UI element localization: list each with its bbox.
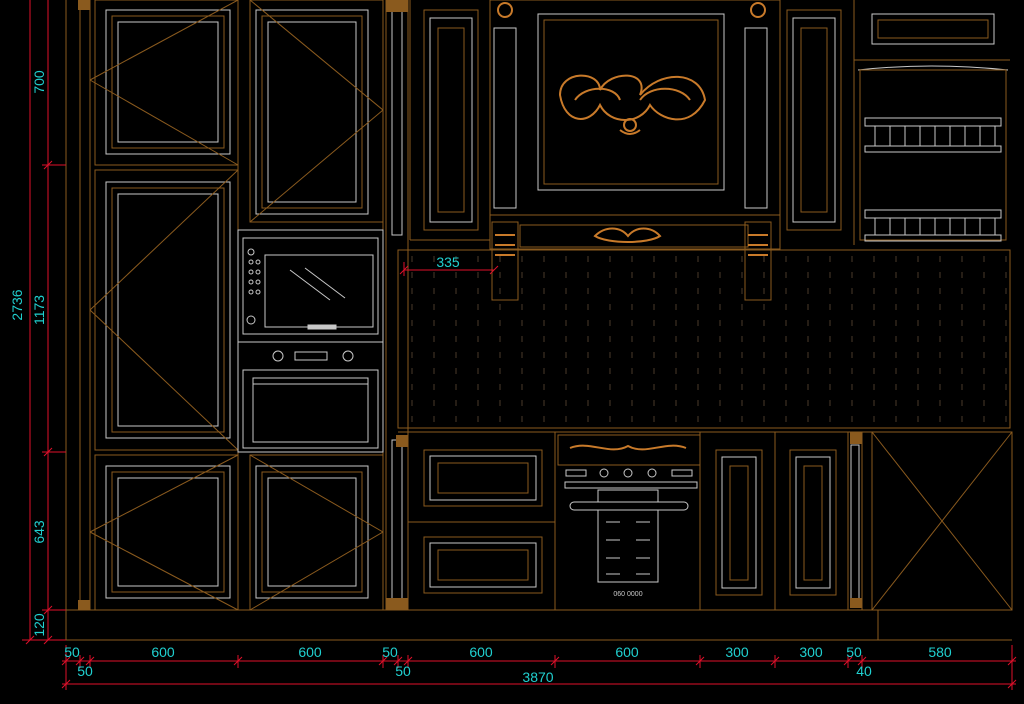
dim-total-height: 2736: [9, 289, 25, 320]
dim-lower-height: 643: [31, 520, 47, 544]
dim-w2-2: 50: [395, 663, 411, 679]
built-in-microwave: [237, 229, 384, 343]
dim-w-6: 600: [615, 644, 639, 660]
dim-middle-height: 1173: [31, 295, 47, 325]
dim-plinth-height: 120: [31, 613, 47, 637]
shelf-balusters: [874, 126, 996, 235]
dim-w-4: 50: [382, 644, 398, 660]
upper-cabinet-far-right: [854, 13, 1010, 242]
cooker-stove: [557, 432, 701, 610]
built-in-oven: [237, 341, 384, 453]
dim-w2-3: 40: [856, 663, 872, 679]
dim-upper-height: 700: [31, 70, 47, 94]
upper-cabinet-left: [409, 0, 490, 241]
vertical-dimension-lines: [22, 0, 66, 645]
dim-w-9: 50: [846, 644, 862, 660]
lower-cabinet-doors: [715, 432, 837, 610]
hood-carvings: [495, 2, 768, 256]
dim-w-1: 50: [64, 644, 80, 660]
dim-w-3: 600: [298, 644, 322, 660]
dim-w-2: 600: [151, 644, 175, 660]
dim-inner-335: 335: [436, 254, 460, 270]
dim-w-8: 300: [799, 644, 823, 660]
dim-w2-1: 50: [77, 663, 93, 679]
pilaster-capitals: [78, 0, 862, 610]
plinth: [66, 609, 1012, 641]
backsplash: [397, 249, 1011, 429]
dim-w-7: 300: [725, 644, 749, 660]
stove-label: 060 0000: [613, 591, 642, 598]
left-tall-cabinet: [65, 0, 239, 640]
horizontal-dimension-lines: [61, 262, 1017, 690]
dim-w-5: 600: [469, 644, 493, 660]
tall-column-2: [237, 0, 384, 611]
horizontal-dimension-texts: 50 600 600 50 600 600 300 300 50 580 50 …: [64, 254, 952, 685]
dim-total-width: 3870: [522, 669, 553, 685]
dim-w-10: 580: [928, 644, 952, 660]
range-hood: [489, 0, 781, 301]
backsplash-hatching: [411, 256, 1007, 424]
upper-cabinet-right: [786, 0, 855, 245]
